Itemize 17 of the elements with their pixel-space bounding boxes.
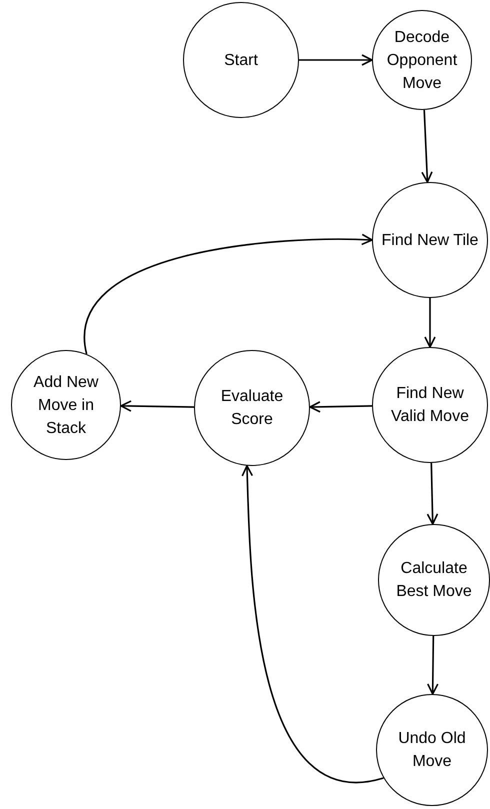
state-label: Undo Old Move [397, 729, 467, 772]
state-label: Add New Move in Stack [32, 372, 100, 438]
state-label: Calculate Best Move [395, 559, 473, 602]
state-label: Decode Opponent Move [386, 28, 458, 94]
arrow [309, 401, 372, 413]
state-label: Find New Valid Move [390, 384, 470, 427]
arrow [299, 54, 373, 66]
arrow [421, 110, 433, 183]
arrow [241, 464, 384, 783]
arrow [426, 462, 438, 525]
state-label: Evaluate Score [220, 387, 284, 430]
arrow [424, 298, 436, 348]
state-label: Find New Tile [380, 230, 480, 250]
arrow [426, 636, 439, 695]
state-label: Start [223, 50, 259, 70]
arrow [120, 400, 194, 412]
arrow [84, 234, 373, 354]
